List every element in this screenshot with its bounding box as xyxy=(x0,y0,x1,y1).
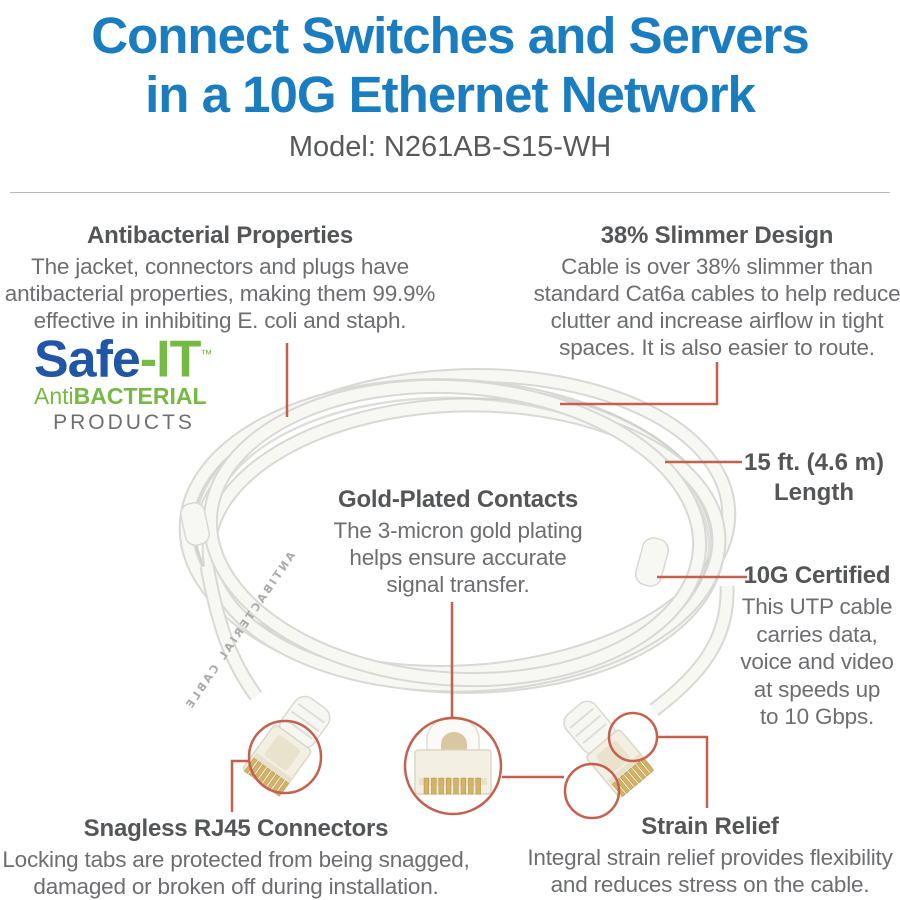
callout-gold-contacts: Gold-Plated Contacts The 3-micron gold p… xyxy=(298,486,618,598)
magnifier-circle-middle-connector xyxy=(403,716,503,816)
callout-certified: 10G Certified This UTP cable carries dat… xyxy=(737,562,897,731)
callout-certified-title: 10G Certified xyxy=(743,562,891,589)
safe-it-logo-wordmark: Safe-IT™ xyxy=(34,330,214,385)
header-divider xyxy=(10,192,890,193)
callout-line-slimmer xyxy=(560,362,719,406)
safe-it-logo: Safe-IT™ AntiBACTERIAL PRODUCTS xyxy=(34,330,214,435)
callout-line-snagless xyxy=(230,759,248,812)
callout-certified-body: This UTP cable carries data, voice and v… xyxy=(740,594,894,729)
rj45-connector-left xyxy=(242,695,331,797)
callout-gold-body: The 3-micron gold plating helps ensure a… xyxy=(333,518,583,597)
callout-gold-title: Gold-Plated Contacts xyxy=(337,486,579,513)
callout-antibacterial: Antibacterial Properties The jacket, con… xyxy=(0,222,440,334)
callout-strain-body: Integral strain relief provides flexibil… xyxy=(527,845,893,897)
magnifier-circle-right-contacts xyxy=(563,762,621,820)
gold-pins-middle xyxy=(423,777,481,795)
callout-slimmer-title: 38% Slimmer Design xyxy=(600,222,834,249)
logo-products-line: PRODUCTS xyxy=(53,411,195,435)
magnifier-circle-left-connector xyxy=(247,719,323,795)
gold-pins-right xyxy=(611,757,654,797)
logo-antibacterial-line: AntiBACTERIAL xyxy=(34,383,207,410)
rj45-connector-middle xyxy=(407,716,499,812)
callout-slimmer: 38% Slimmer Design Cable is over 38% sli… xyxy=(527,222,900,361)
cable-wrap-right xyxy=(634,537,670,587)
callout-line-strain xyxy=(658,735,709,808)
cable-jacket-print: ANTIBACTERIAL CABLE xyxy=(182,549,298,712)
page-title: Connect Switches and Servers in a 10G Et… xyxy=(91,7,809,123)
model-number: Model: N261AB-S15-WH xyxy=(288,131,612,163)
cable-wrap-left xyxy=(180,502,210,546)
callout-snagless-body: Locking tabs are protected from being sn… xyxy=(2,847,470,899)
callout-snagless-title: Snagless RJ45 Connectors xyxy=(83,815,389,842)
rj45-connector-right xyxy=(563,700,654,798)
logo-safe-text: Safe xyxy=(34,330,141,389)
callout-antibacterial-title: Antibacterial Properties xyxy=(87,222,353,249)
callout-slimmer-body: Cable is over 38% slimmer than standard … xyxy=(533,254,900,360)
callout-snagless: Snagless RJ45 Connectors Locking tabs ar… xyxy=(0,815,472,900)
callout-antibacterial-body: The jacket, connectors and plugs have an… xyxy=(4,254,436,333)
gold-pins-left xyxy=(244,757,290,797)
trademark-symbol: ™ xyxy=(200,347,212,361)
magnifier-circle-strain-relief xyxy=(607,711,659,763)
logo-it-text: -IT xyxy=(139,330,202,389)
callout-strain: Strain Relief Integral strain relief pro… xyxy=(520,813,900,898)
callout-strain-title: Strain Relief xyxy=(641,813,779,840)
callout-length: 15 ft. (4.6 m) Length xyxy=(743,449,885,506)
